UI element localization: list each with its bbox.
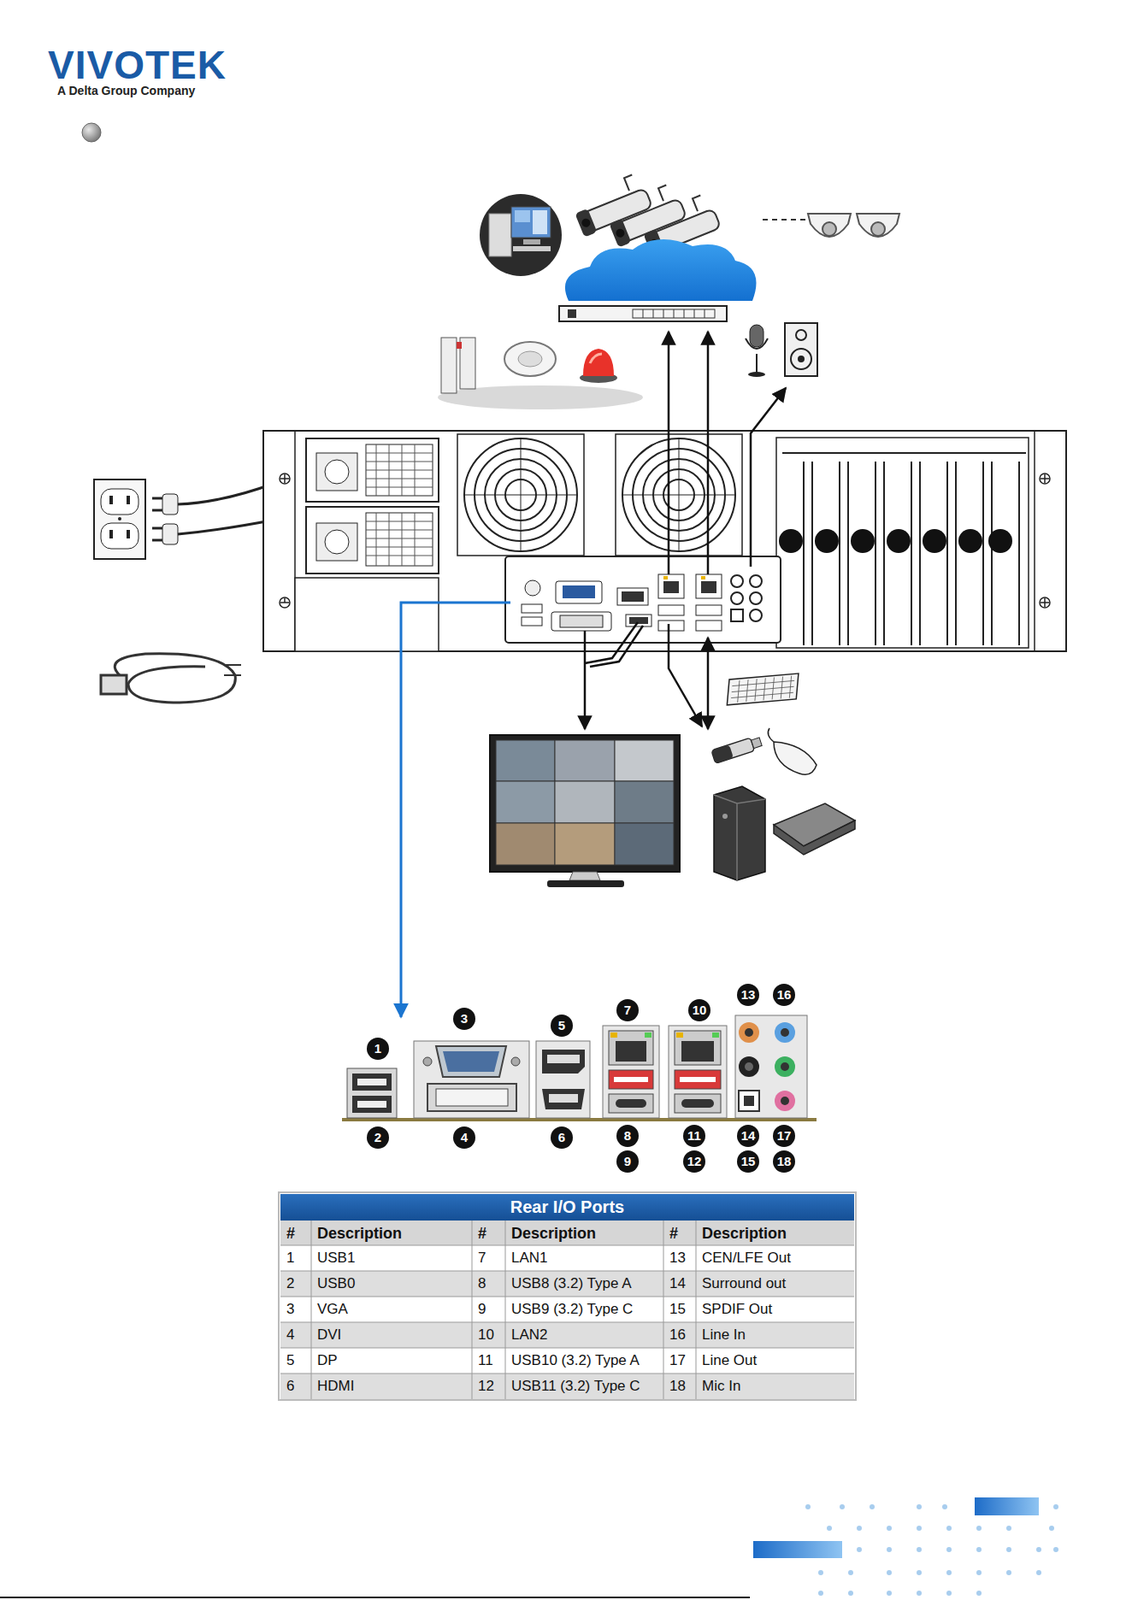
brand-logo: VIVOTEK bbox=[47, 44, 227, 86]
table-header-cell: Description bbox=[511, 1222, 596, 1245]
table-cell: CEN/LFE Out bbox=[701, 1245, 791, 1272]
brand-tagline: A Delta Group Company bbox=[57, 83, 195, 98]
table-header-cell: Description bbox=[317, 1222, 402, 1245]
table-cell: USB11 (3.2) Type C bbox=[511, 1373, 641, 1400]
table-cell: 10 bbox=[477, 1322, 495, 1349]
table-cell: SPDIF Out bbox=[701, 1297, 773, 1323]
rear-io-closeup bbox=[341, 1015, 817, 1121]
table-header-cell: Description bbox=[701, 1222, 787, 1245]
table-cell: 6 bbox=[286, 1373, 295, 1400]
table-cell: LAN1 bbox=[511, 1245, 549, 1272]
table-cell: USB1 bbox=[317, 1245, 355, 1272]
table-cell: Surround out bbox=[701, 1271, 786, 1298]
callout-number: 10 bbox=[688, 999, 711, 1022]
table-cell: 14 bbox=[669, 1271, 686, 1298]
network-switch bbox=[559, 306, 727, 322]
dome-cameras bbox=[807, 213, 900, 237]
table-cell: 17 bbox=[669, 1348, 686, 1374]
audio-devices bbox=[745, 323, 818, 378]
table-title: Rear I/O Ports bbox=[510, 1197, 625, 1218]
power-outlet bbox=[94, 479, 276, 560]
table-header-cell: # bbox=[477, 1222, 487, 1245]
table-cell: USB9 (3.2) Type C bbox=[511, 1297, 633, 1323]
table-cell: 15 bbox=[669, 1297, 686, 1323]
callout-number: 5 bbox=[550, 1014, 573, 1038]
table-cell: USB8 (3.2) Type A bbox=[511, 1271, 631, 1298]
table-cell: 12 bbox=[477, 1373, 495, 1400]
table-cell: 18 bbox=[669, 1373, 686, 1400]
usb-peripherals bbox=[711, 673, 855, 881]
callout-number: 18 bbox=[772, 1150, 796, 1174]
callout-number: 4 bbox=[453, 1126, 476, 1150]
table-cell: VGA bbox=[317, 1297, 348, 1323]
callout-number: 7 bbox=[616, 999, 639, 1022]
callout-number: 11 bbox=[683, 1125, 706, 1148]
table-cell: Line In bbox=[701, 1322, 746, 1349]
table-cell: 4 bbox=[286, 1322, 295, 1349]
callout-number: 14 bbox=[736, 1125, 760, 1148]
callout-number: 13 bbox=[736, 984, 760, 1007]
table-cell: 8 bbox=[477, 1271, 486, 1298]
callout-number: 1 bbox=[366, 1037, 390, 1061]
connection-arrows bbox=[584, 331, 786, 730]
table-cell: Mic In bbox=[701, 1373, 741, 1400]
monitor bbox=[489, 735, 680, 888]
table-cell: 5 bbox=[286, 1348, 295, 1374]
footer-rule bbox=[0, 1597, 750, 1599]
table-cell: Line Out bbox=[701, 1348, 757, 1374]
callout-number: 2 bbox=[366, 1126, 390, 1150]
workstation-icon bbox=[479, 194, 562, 277]
callout-number: 3 bbox=[453, 1008, 476, 1031]
table-cell: 2 bbox=[286, 1271, 295, 1298]
network-cloud bbox=[565, 239, 757, 301]
table-header-cell: # bbox=[286, 1222, 295, 1245]
corner-decoration bbox=[753, 1497, 1059, 1597]
table-cell: 13 bbox=[669, 1245, 686, 1272]
table-cell: HDMI bbox=[317, 1373, 354, 1400]
table-cell: 7 bbox=[477, 1245, 486, 1272]
table-cell: USB10 (3.2) Type A bbox=[511, 1348, 640, 1374]
table-cell: 9 bbox=[477, 1297, 486, 1323]
table-grid bbox=[278, 1192, 856, 1401]
table-cell: USB0 bbox=[317, 1271, 355, 1298]
table-cell: 1 bbox=[286, 1245, 295, 1272]
alarm-sensors bbox=[437, 337, 643, 410]
callout-number: 17 bbox=[772, 1125, 796, 1148]
table-header-cell: # bbox=[669, 1222, 679, 1245]
table-cell: 11 bbox=[477, 1348, 494, 1374]
table-cell: LAN2 bbox=[511, 1322, 549, 1349]
table-cell: DP bbox=[317, 1348, 338, 1374]
power-cord bbox=[100, 654, 242, 703]
callout-number: 12 bbox=[683, 1150, 706, 1174]
table-cell: DVI bbox=[317, 1322, 342, 1349]
callout-number: 9 bbox=[616, 1150, 639, 1174]
bullet bbox=[82, 123, 101, 142]
callout-number: 15 bbox=[736, 1150, 760, 1174]
callout-number: 8 bbox=[616, 1125, 639, 1148]
callout-number: 6 bbox=[550, 1126, 573, 1150]
table-title-band: Rear I/O Ports bbox=[280, 1194, 855, 1221]
dashed-link bbox=[762, 218, 807, 221]
table-cell: 3 bbox=[286, 1297, 295, 1323]
table-cell: 16 bbox=[669, 1322, 686, 1349]
nvr-chassis bbox=[263, 430, 1067, 652]
callout-number: 16 bbox=[772, 984, 796, 1007]
